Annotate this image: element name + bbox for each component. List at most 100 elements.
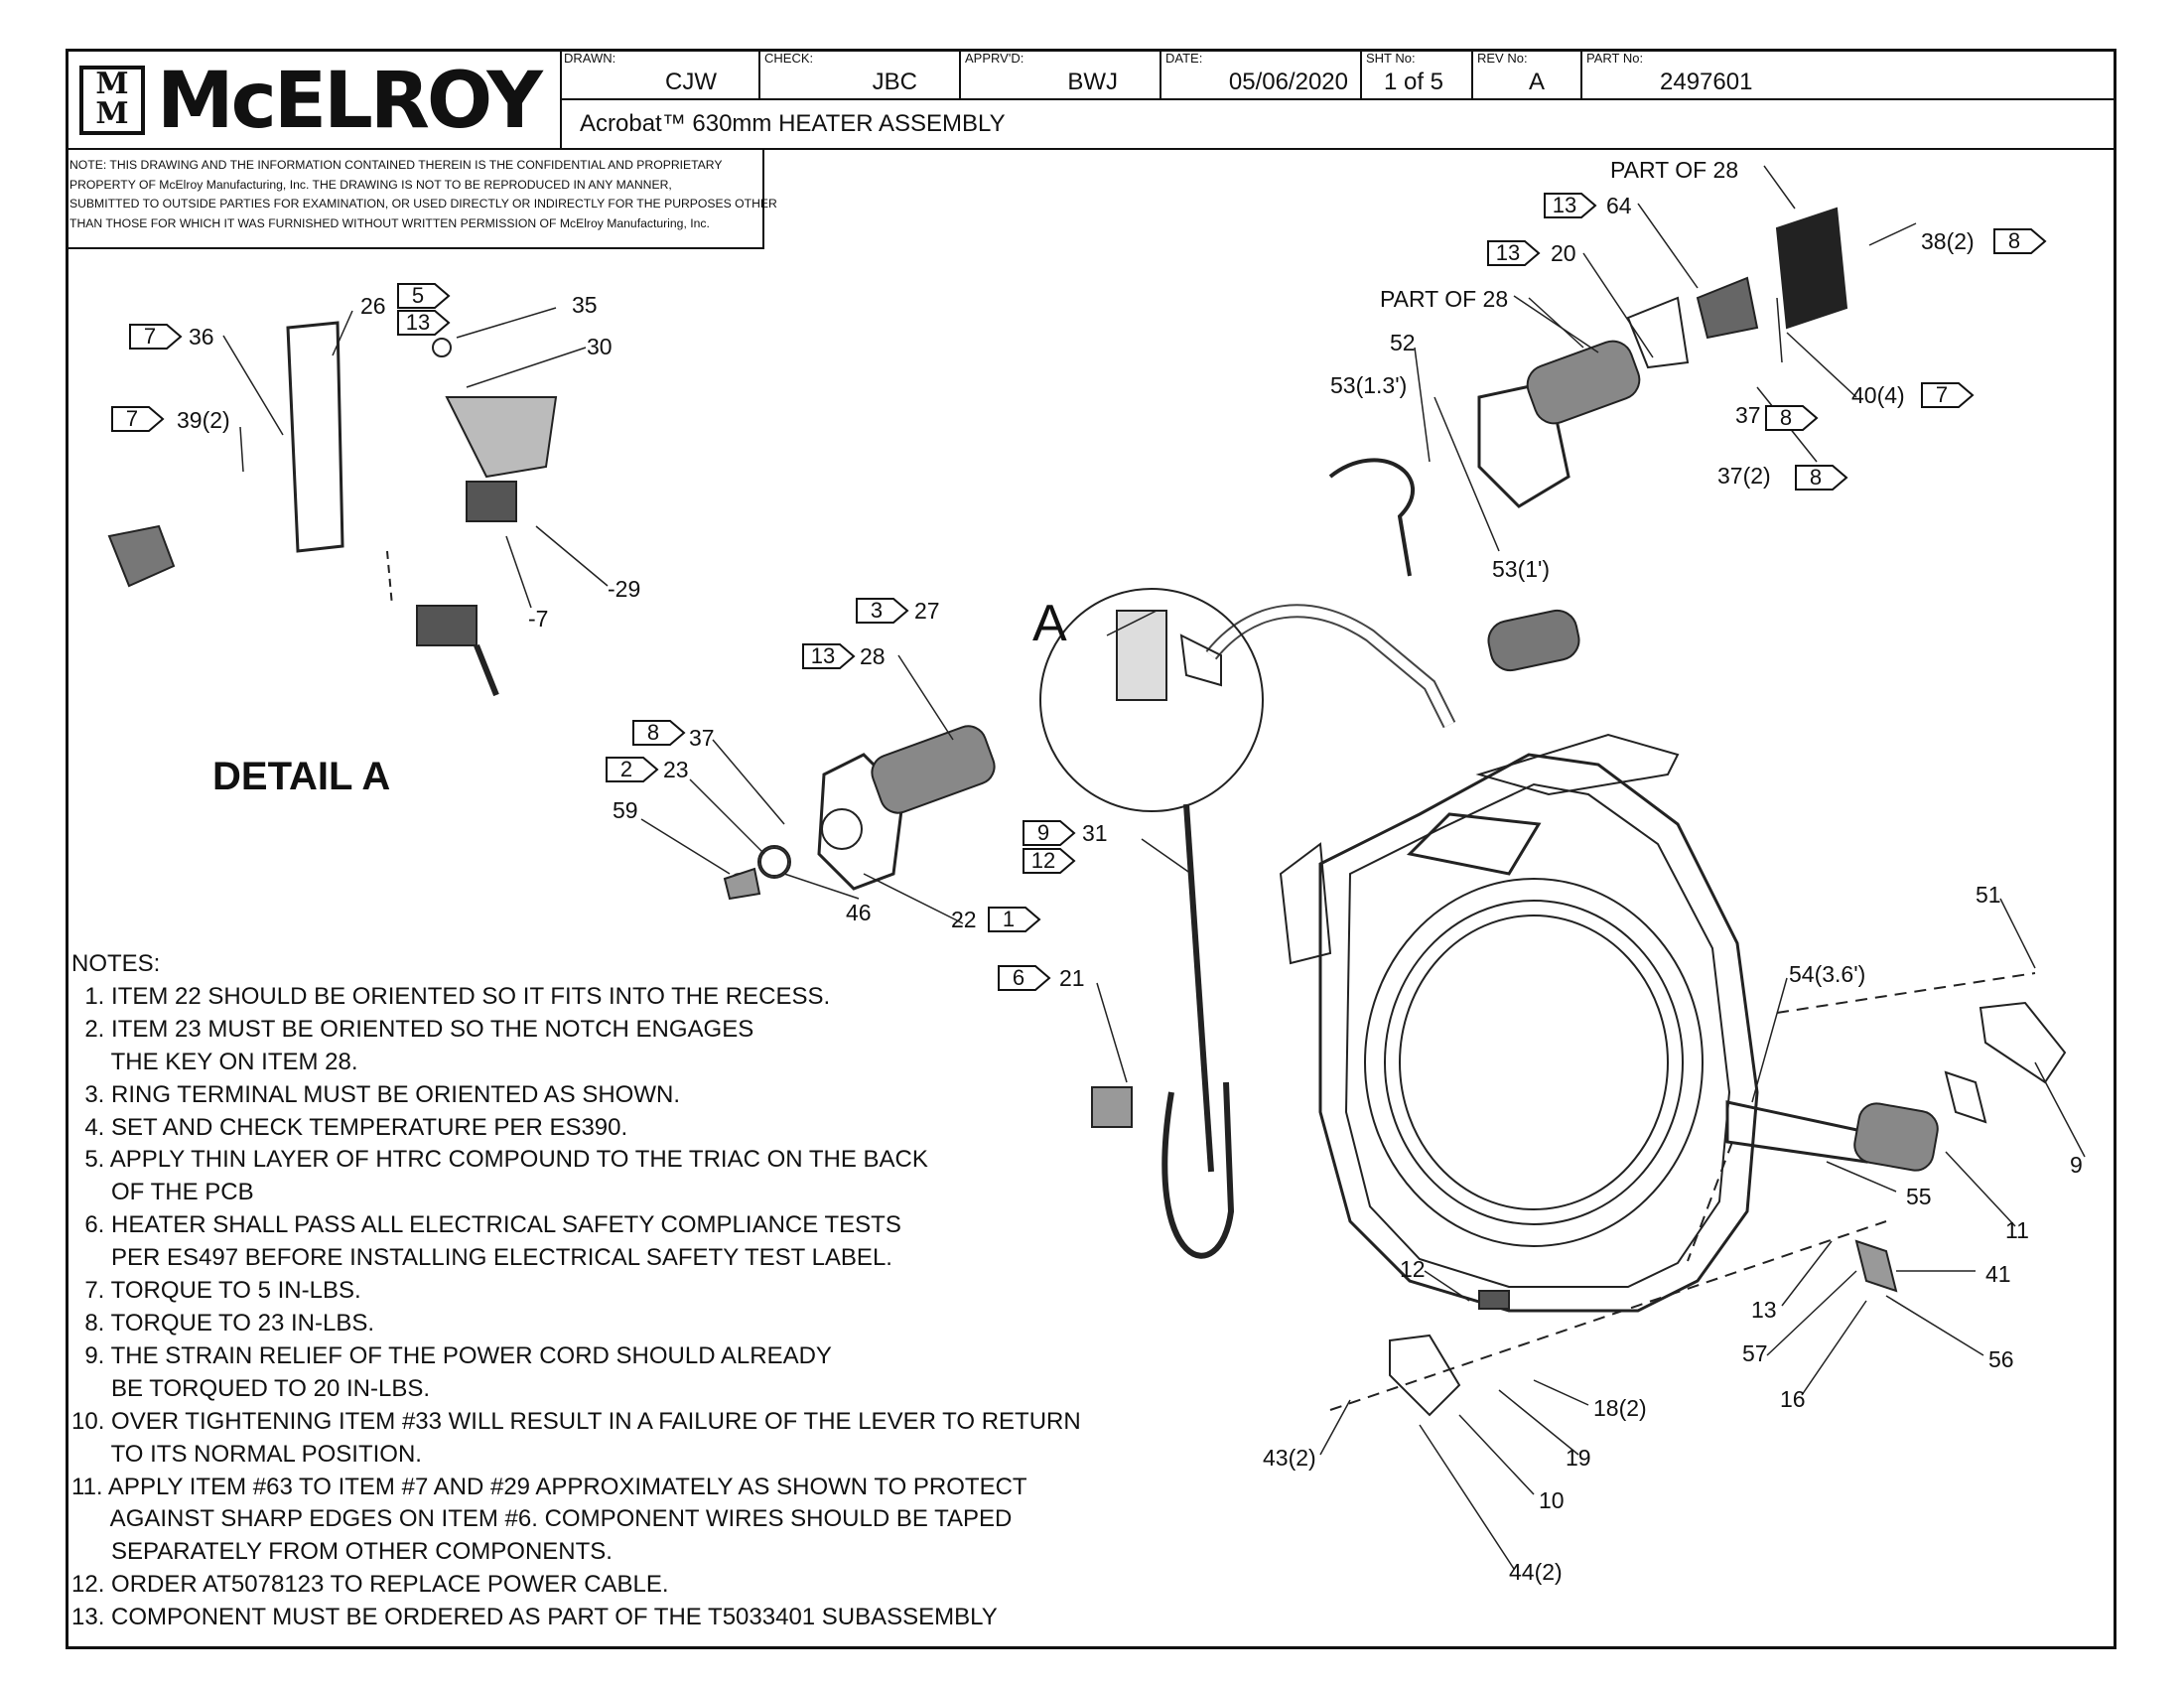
approved-cell: APPRV'D: BWJ xyxy=(961,49,1161,98)
callout-9: 9 xyxy=(2070,1152,2083,1178)
callout-21: 21 xyxy=(1059,965,1085,991)
note-line: 1. ITEM 22 SHOULD BE ORIENTED SO IT FITS… xyxy=(71,982,831,1010)
bottom-brackets xyxy=(1329,1220,1898,1417)
detail-a-circle xyxy=(1039,588,1264,812)
note-line: 13. COMPONENT MUST BE ORDERED AS PART OF… xyxy=(71,1604,998,1631)
note-flag-icon xyxy=(1487,240,1541,266)
callout-11: 11 xyxy=(2005,1217,2029,1243)
note-tag: 8 xyxy=(1795,465,1848,491)
note-flag-icon xyxy=(998,965,1051,991)
note-tag: 8 xyxy=(632,720,686,746)
callout-53: 53(1.3') xyxy=(1330,372,1408,398)
detail-a-parts xyxy=(107,321,558,697)
part-number: 2497601 xyxy=(1660,69,1753,95)
note-flag-icon xyxy=(802,643,856,669)
confidentiality-note: NOTE: THIS DRAWING AND THE INFORMATION C… xyxy=(66,150,777,249)
nut-washer xyxy=(723,845,791,901)
note-flag-icon xyxy=(397,283,451,309)
note-tag: 2 xyxy=(606,757,659,782)
note-flag-icon xyxy=(1795,465,1848,491)
note-tag: 13 xyxy=(397,310,451,336)
callout-38: 38(2) xyxy=(1921,228,1975,254)
note-flag-icon xyxy=(1921,382,1975,408)
note-tag: 13 xyxy=(1487,240,1541,266)
callout-30: 30 xyxy=(587,334,613,359)
callout-19: 19 xyxy=(1566,1445,1591,1471)
plate-handle xyxy=(1205,604,1580,729)
note-tag: 3 xyxy=(856,598,909,624)
note-line: 11. APPLY ITEM #63 TO ITEM #7 AND #29 AP… xyxy=(71,1473,1027,1500)
note-tag: 5 xyxy=(397,283,451,309)
drawn-cell: DRAWN: CJW xyxy=(560,49,760,98)
note-line: 8. TORQUE TO 23 IN-LBS. xyxy=(71,1309,375,1336)
power-cord xyxy=(1091,803,1235,1259)
note-flag-icon xyxy=(129,324,183,350)
note-line: PER ES497 BEFORE INSTALLING ELECTRICAL S… xyxy=(71,1244,892,1272)
note-line: 5. APPLY THIN LAYER OF HTRC COMPOUND TO … xyxy=(71,1146,928,1174)
callout-54: 54(3.6') xyxy=(1789,961,1866,987)
callout-64: 64 xyxy=(1606,193,1632,218)
callout-46: 46 xyxy=(846,900,872,925)
callout-37: 37 xyxy=(689,725,715,751)
callout-37: 37 xyxy=(1735,402,1761,428)
callout-22: 22 xyxy=(951,907,977,932)
note-flag-icon xyxy=(606,757,659,782)
note-flag-icon xyxy=(397,310,451,336)
sheet-value: 1 of 5 xyxy=(1383,69,1443,95)
note-tag: 13 xyxy=(802,643,856,669)
note-flag-icon xyxy=(1765,405,1819,431)
callout-51: 51 xyxy=(1976,882,2001,908)
callout-27: 27 xyxy=(914,598,940,624)
drawing-title-cell: Acrobat™ 630mm HEATER ASSEMBLY xyxy=(560,100,2116,150)
callout-56: 56 xyxy=(1988,1346,2014,1372)
note-tag: 1 xyxy=(988,907,1041,932)
drawing-border xyxy=(66,49,2116,1649)
note-line: OF THE PCB xyxy=(71,1179,254,1206)
approved-value: BWJ xyxy=(1067,69,1118,95)
sheet-cell: SHT No: 1 of 5 xyxy=(1362,49,1473,98)
note-tag: 6 xyxy=(998,965,1051,991)
callout-36: 36 xyxy=(189,324,214,350)
callout-12: 12 xyxy=(1400,1256,1426,1282)
notes-heading: NOTES: xyxy=(71,950,161,977)
check-value: JBC xyxy=(872,69,917,95)
note-tag: 7 xyxy=(129,324,183,350)
note-line: TO ITS NORMAL POSITION. xyxy=(71,1440,422,1468)
callout-16: 16 xyxy=(1780,1386,1806,1412)
note-line: 2. ITEM 23 MUST BE ORIENTED SO THE NOTCH… xyxy=(71,1015,754,1043)
callout-55: 55 xyxy=(1906,1184,1932,1209)
callout-18: 18(2) xyxy=(1593,1395,1647,1421)
callout-40: 40(4) xyxy=(1851,382,1905,408)
heater-plate xyxy=(1279,733,1759,1313)
detail-marker: A xyxy=(1032,595,1067,652)
rev-cell: REV No: A xyxy=(1473,49,1582,98)
callout-26: 26 xyxy=(360,293,386,319)
note-line: AGAINST SHARP EDGES ON ITEM #6. COMPONEN… xyxy=(71,1505,1013,1533)
note-tag: 8 xyxy=(1993,228,2047,254)
note-line: SEPARATELY FROM OTHER COMPONENTS. xyxy=(71,1538,613,1566)
right-bracket xyxy=(1687,972,2067,1262)
callout-28: 28 xyxy=(860,643,886,669)
callout-53: 53(1') xyxy=(1492,556,1551,582)
note-tag: 8 xyxy=(1765,405,1819,431)
note-line: 12. ORDER AT5078123 TO REPLACE POWER CAB… xyxy=(71,1571,669,1599)
note-line: 3. RING TERMINAL MUST BE ORIENTED AS SHO… xyxy=(71,1080,680,1108)
callout-57: 57 xyxy=(1742,1340,1768,1366)
rev-value: A xyxy=(1528,69,1545,95)
top-right-handle xyxy=(1328,207,1848,577)
drawn-value: CJW xyxy=(665,69,717,95)
note-flag-icon xyxy=(988,907,1041,932)
notes-block: NOTES: 1. ITEM 22 SHOULD BE ORIENTED SO … xyxy=(71,948,1081,1634)
note-tag: 7 xyxy=(111,406,165,432)
note-tag: 9 xyxy=(1023,820,1076,846)
callout-39: 39(2) xyxy=(177,407,230,433)
note-line: BE TORQUED TO 20 IN-LBS. xyxy=(71,1374,431,1402)
callout-37: 37(2) xyxy=(1717,463,1771,489)
callout-43: 43(2) xyxy=(1263,1445,1316,1471)
callout-7: -7 xyxy=(528,606,549,632)
note-line: THE KEY ON ITEM 28. xyxy=(71,1048,358,1075)
note-line: 4. SET AND CHECK TEMPERATURE PER ES390. xyxy=(71,1113,628,1141)
callout-59: 59 xyxy=(613,797,638,823)
